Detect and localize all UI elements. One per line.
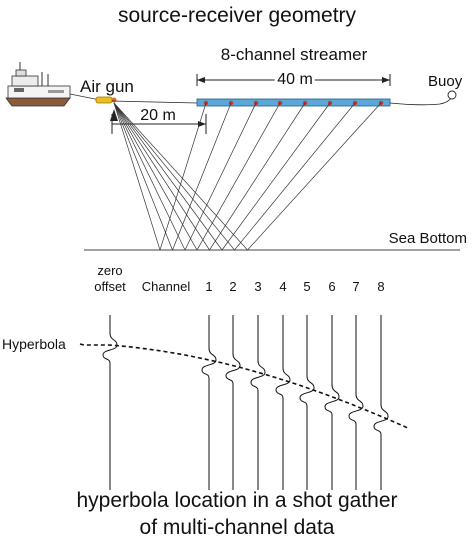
trace-channel-1 xyxy=(201,315,217,490)
channel-number-1: 1 xyxy=(205,279,212,294)
ray-path-1 xyxy=(113,102,207,252)
channel-number-2: 2 xyxy=(229,279,236,294)
channel-number-5: 5 xyxy=(303,279,310,294)
streamer-length-label: 40 m xyxy=(277,71,313,88)
zero-offset-label-line1: zero xyxy=(97,263,122,278)
trace-channel-7 xyxy=(348,315,364,490)
airgun-body xyxy=(95,96,113,104)
caption-line1: hyperbola location in a shot gather xyxy=(76,489,397,512)
channel-number-4: 4 xyxy=(279,279,286,294)
zero-offset-trace xyxy=(102,315,118,490)
buoy-icon xyxy=(447,90,457,100)
ray-path-3 xyxy=(113,102,257,251)
channel-numbers: 1 2 3 4 5 6 7 8 xyxy=(205,279,384,294)
channel-number-3: 3 xyxy=(254,279,261,294)
channel-header: Channel xyxy=(142,279,191,294)
offset-label: 20 m xyxy=(140,107,176,124)
streamer xyxy=(196,98,391,107)
trace-channel-2 xyxy=(225,315,241,490)
channel-number-8: 8 xyxy=(377,279,384,294)
channel-number-6: 6 xyxy=(328,279,335,294)
ray-path-2 xyxy=(113,102,232,251)
trace-channel-6 xyxy=(324,315,340,490)
diagram-title: source-receiver geometry xyxy=(118,4,357,27)
caption-line2: of multi-channel data xyxy=(140,516,335,539)
seismic-traces xyxy=(102,315,389,490)
receiver-3 xyxy=(253,100,259,106)
trace-channel-3 xyxy=(250,315,266,490)
ship-icon xyxy=(5,62,101,107)
tow-line xyxy=(111,100,198,104)
ray-paths xyxy=(110,102,382,252)
streamer-label: 8-channel streamer xyxy=(221,45,368,64)
source-arrow xyxy=(110,109,118,121)
ray-path-8 xyxy=(113,102,382,251)
channel-number-7: 7 xyxy=(352,279,359,294)
hyperbola-label: Hyperbola xyxy=(2,336,66,352)
trace-channel-4 xyxy=(275,315,291,490)
airgun-label: Air gun xyxy=(80,77,134,96)
zero-offset-label-line2: offset xyxy=(94,279,126,294)
sea-bottom-label: Sea Bottom xyxy=(389,230,467,247)
trace-channel-5 xyxy=(299,315,315,490)
ray-path-4 xyxy=(113,102,281,251)
airgun-icon xyxy=(95,96,117,104)
hyperbola-curve xyxy=(79,343,409,429)
ray-path-7 xyxy=(113,102,356,251)
trace-channel-8 xyxy=(373,315,389,490)
buoy-line xyxy=(389,95,453,106)
buoy-label: Buoy xyxy=(428,73,463,90)
